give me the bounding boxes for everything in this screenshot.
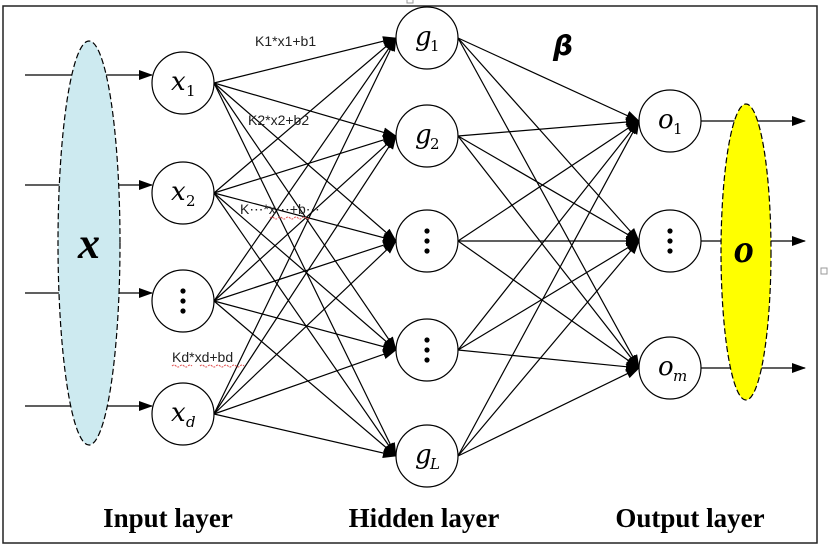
neuron-circle [395,424,459,488]
input-hidden-edge [213,135,397,415]
neuron-subscript: 1 [186,82,196,100]
resize-handle-right[interactable] [820,267,828,275]
neuron-subscript: 1 [430,37,440,55]
weight-annotation-2: K2*x2+b2 [248,112,309,128]
input-hidden-edge [213,82,397,242]
neuron-label: x [171,177,186,207]
neuron-label: o [658,105,674,135]
output-weights-beta: β [552,29,573,62]
hidden-output-edge [457,117,640,137]
neuron-subscript: d [186,413,196,431]
input-hidden-edge [213,349,397,415]
neuron-subscript: 2 [430,135,440,153]
resize-handle-top[interactable] [406,0,414,4]
neuron-circle [638,89,702,153]
ellipsis-dot [424,347,430,353]
neuron-circle [151,51,215,115]
output-vector-symbol: o [734,226,754,271]
hidden-output-edge [457,120,640,351]
hidden-output-edge [457,349,640,372]
hidden-output-edge [457,367,640,457]
ellipsis-dot [667,238,673,244]
hidden-node-4 [395,318,459,382]
ellipsis-dot [667,248,673,254]
input-hidden-edge [213,82,397,457]
input-hidden-edge [213,300,397,457]
neuron-subscript: 1 [673,120,683,138]
hidden-output-edge [457,135,640,242]
input-hidden-edge [213,135,397,302]
hidden-output-edge [457,240,640,369]
input-hidden-connections [213,36,397,458]
neuron-label: x [171,398,186,428]
neuron-circle [395,104,459,168]
spellcheck-underline [171,364,245,368]
input-layer-label: Input layer [103,503,233,533]
neuron-subscript: m [673,367,687,385]
input-node-3 [151,269,215,333]
weight-annotation-1: K1*x1+b1 [255,33,316,49]
output-node-2 [638,209,702,273]
ellipsis-dot [180,308,186,314]
hidden-node-3 [395,209,459,273]
input-hidden-edge [213,37,397,194]
output-vector-ellipse [720,103,772,401]
neuron-label: g [415,120,432,150]
hidden-output-edge [457,37,640,122]
hidden-output-connections [457,37,640,457]
hidden-layer-label: Hidden layer [349,503,500,533]
neuron-circle [151,382,215,446]
input-hidden-edge [213,135,397,194]
input-vector-symbol: x [77,219,100,268]
input-hidden-edge [213,413,397,458]
input-hidden-edge [213,300,397,352]
neuron-circle [395,6,459,70]
hidden-output-edge [457,120,640,457]
hidden-output-edge [457,120,640,242]
input-hidden-edge [213,36,397,84]
neuron-circle [638,336,702,400]
hidden-output-edge [457,240,640,351]
ellipsis-dot [180,288,186,294]
hidden-output-edge [457,240,640,457]
input-hidden-edge [213,37,397,302]
hidden-output-edge [457,37,640,369]
output-layer-label: Output layer [615,503,764,533]
input-vector-ellipse [57,40,121,446]
neuron-subscript: L [429,455,440,473]
neuron-label: g [415,22,432,52]
input-hidden-edge [213,240,397,302]
hidden-node-1: g1 [395,6,459,70]
ellipsis-dot [424,337,430,343]
hidden-node-2: g2 [395,104,459,168]
input-hidden-edge [213,82,397,138]
ellipsis-dot [180,298,186,304]
neuron-label: o [658,352,674,382]
input-hidden-edge [213,192,397,457]
ellipsis-dot [424,238,430,244]
neuron-label: g [415,440,432,470]
neuron-subscript: 2 [186,192,196,210]
ellipsis-dot [424,357,430,363]
weight-annotation-d: Kd*xd+bd [172,349,233,365]
hidden-output-edge [457,37,640,242]
neuron-circle [151,161,215,225]
spellcheck-underline [269,216,311,220]
ellipsis-dot [424,248,430,254]
ellipsis-dot [424,228,430,234]
neuron-label: x [171,67,186,97]
weight-annotation-ellipsis: K⋯*x⋯+b⋯ [240,201,320,217]
hidden-node-5: gL [395,424,459,488]
input-hidden-edge [213,37,397,415]
hidden-output-edge [457,135,640,369]
ellipsis-dot [667,228,673,234]
input-hidden-edge [213,240,397,415]
